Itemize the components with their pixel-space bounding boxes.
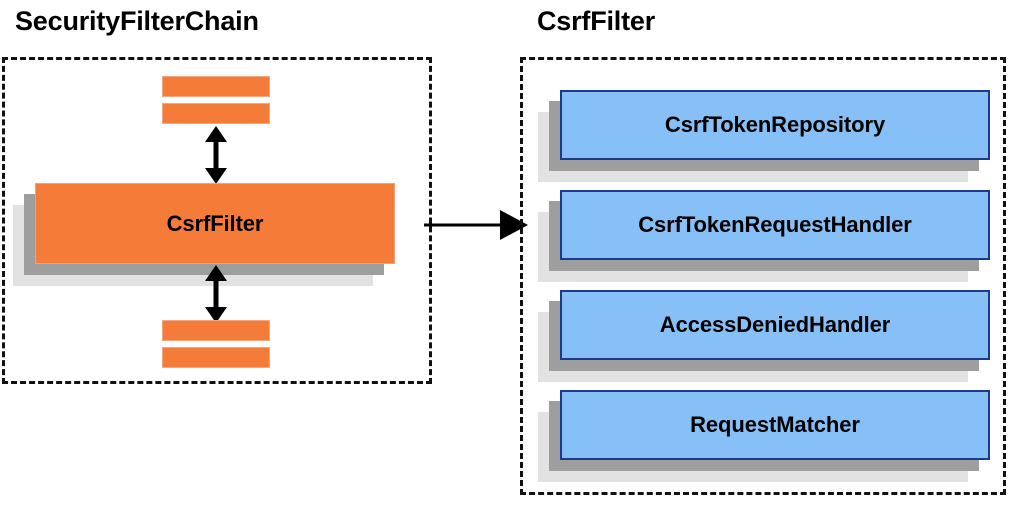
filter-bar-bottom-1	[162, 320, 270, 341]
collaborator-label: AccessDeniedHandler	[659, 312, 891, 337]
collaborator-box-csrf-token-request-handler: CsrfTokenRequestHandler	[538, 190, 990, 282]
arrow-left-to-right	[424, 210, 528, 240]
filter-bar-bottom-2	[162, 347, 270, 368]
filter-bar-top-1	[162, 76, 270, 97]
page-title-csrf-filter: CsrfFilter	[537, 6, 656, 36]
filter-bar-top-2	[162, 103, 270, 124]
csrf-filter-face: CsrfFilter	[35, 183, 395, 264]
collaborator-box-csrf-token-repository: CsrfTokenRepository	[538, 90, 990, 182]
csrf-filter-panel	[520, 57, 1006, 495]
collaborator-face: CsrfTokenRepository	[560, 90, 990, 160]
csrf-filter-label: CsrfFilter	[166, 210, 264, 236]
collaborator-box-access-denied-handler: AccessDeniedHandler	[538, 290, 990, 382]
arrow-up-down-bottom	[201, 265, 231, 323]
collaborator-label: RequestMatcher	[690, 412, 860, 437]
security-filter-chain-panel	[2, 57, 432, 384]
csrf-filter-box: CsrfFilter	[13, 183, 395, 286]
collaborator-label: CsrfTokenRequestHandler	[638, 212, 912, 237]
collaborator-box-request-matcher: RequestMatcher	[538, 390, 990, 482]
collaborator-face: RequestMatcher	[560, 390, 990, 460]
collaborator-label: CsrfTokenRepository	[664, 112, 886, 137]
arrow-up-down-top	[201, 126, 231, 184]
collaborator-face: AccessDeniedHandler	[560, 290, 990, 360]
collaborator-face: CsrfTokenRequestHandler	[560, 190, 990, 260]
page-title-security-filter-chain: SecurityFilterChain	[15, 6, 259, 36]
